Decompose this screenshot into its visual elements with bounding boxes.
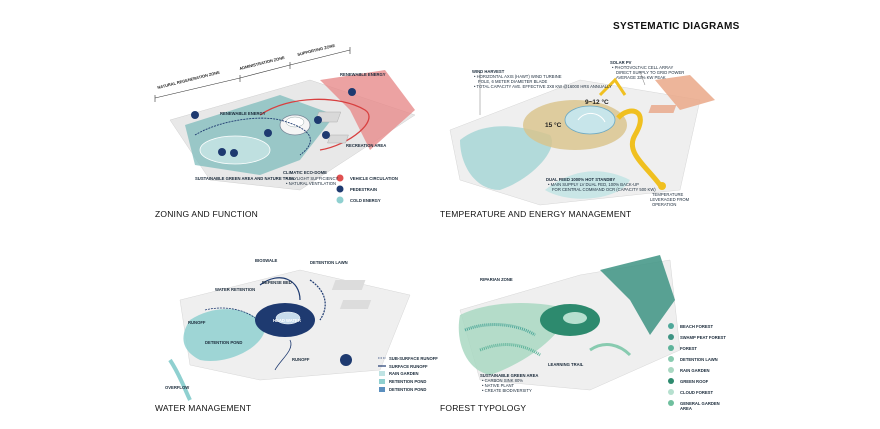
label-native-plant: • NATIVE PLANT bbox=[482, 383, 515, 388]
label-solar-1: • PHOTOVOLTAIC CELL ARRAY bbox=[612, 65, 674, 70]
legend-pedestrain: PEDESTRAIN bbox=[350, 187, 377, 192]
legend-dot-forest bbox=[668, 345, 674, 351]
label-sustainable-green-area: SUSTAINABLE GREEN AREA bbox=[480, 373, 539, 378]
legend-dot-swamp-peat-forest bbox=[668, 334, 674, 340]
label-learning-trail: LEARNING TRAIL bbox=[548, 362, 584, 367]
solar-buildings bbox=[655, 75, 715, 110]
legend-dot-detention-lawn bbox=[668, 356, 674, 362]
legend-general-garden: GENERAL GARDEN bbox=[680, 401, 720, 406]
retention-pond bbox=[183, 309, 265, 361]
label-sustainable-green: SUSTAINABLE GREEN AREA AND NATURE TRAIL bbox=[195, 176, 296, 181]
car-icon bbox=[322, 131, 330, 139]
label-biodiversity: • CREATE BIODIVERSITY bbox=[482, 388, 532, 393]
legend-vehicle-circulation: VEHICLE CIRCULATION bbox=[350, 176, 398, 181]
forest-diagram bbox=[458, 255, 681, 406]
panel-water: BIOSWALE DETENTION LAWN DEFENSE BED WATE… bbox=[150, 240, 440, 405]
label-solar-3: AVERAGE 33% KW PEAK bbox=[616, 75, 666, 80]
legend-retention-pond: RETENTION POND bbox=[389, 379, 427, 384]
leaf-icon bbox=[230, 149, 238, 157]
label-dual-2: FOR CENTRAL COMMAND OCR (CAPACITY 500 KW… bbox=[552, 187, 656, 192]
label-head-water: HEAD WATER bbox=[273, 318, 301, 323]
label-water-retention: WATER RETENTION bbox=[215, 287, 256, 292]
label-dual-feed: DUAL FEED 1000% HOT STANDBY bbox=[546, 177, 616, 182]
caption-zoning: ZONING AND FUNCTION bbox=[155, 209, 258, 219]
label-temp-range: 9~12 °C bbox=[585, 99, 609, 106]
legend-swamp-peat-forest: SWAMP PEAT FOREST bbox=[680, 335, 726, 340]
label-renewable-energy: RENEWABLE ENERGY bbox=[220, 111, 266, 116]
legend-dot-pedestrain bbox=[336, 185, 344, 193]
label-bioswale: BIOSWALE bbox=[255, 258, 278, 263]
bike-icon bbox=[314, 116, 322, 124]
caption-water: WATER MANAGEMENT bbox=[155, 403, 252, 413]
label-overflow: OVERFLOW bbox=[165, 385, 190, 390]
label-defense-bed: DEFENSE BED bbox=[262, 280, 292, 285]
water-drop-icon bbox=[340, 354, 352, 366]
label-recreation-area: RECREATION AREA bbox=[346, 143, 387, 148]
label-detention-pond: DETENTION POND bbox=[205, 340, 243, 345]
label-wind-3: • TOTAL CAPACITY AVE. EFFECTIVE 3X8 KW @… bbox=[474, 84, 612, 89]
legend-sub-surface-runoff: SUB-SURFACE RUNOFF bbox=[389, 356, 438, 361]
temperature-diagram bbox=[449, 71, 715, 206]
legend-rain-garden: RAIN GARDEN bbox=[389, 371, 419, 376]
legend-detention-lawn: DETENTION LAWN bbox=[680, 357, 718, 362]
label-runoff-right: RUNOFF bbox=[292, 357, 310, 362]
label-riparian-zone: RIPARIAN ZONE bbox=[480, 277, 513, 282]
label-wind-1: • HORIZONTAL AXIS (HAWT) WIND TURBINE bbox=[474, 74, 562, 79]
label-temp-leveraged-3: OPERATION bbox=[652, 202, 677, 207]
legend-green-roof: GREEN ROOF bbox=[680, 379, 709, 384]
legend-forest: FOREST bbox=[680, 346, 697, 351]
label-ventilation: • NATURAL VENTILATION bbox=[286, 181, 337, 186]
panel-forest: RIPARIAN ZONE LEARNING TRAIL SUSTAINABLE… bbox=[440, 240, 730, 411]
label-runoff-left: RUNOFF bbox=[188, 320, 206, 325]
zoning-diagram bbox=[154, 47, 416, 204]
legend-swatch-rain-garden bbox=[379, 371, 385, 376]
sun-icon bbox=[658, 182, 666, 190]
legend-dot-cold bbox=[336, 196, 344, 204]
label-solar-2: DIRECT SUPPLY TO GRID POWER bbox=[616, 70, 685, 75]
water-diagram bbox=[168, 269, 411, 401]
tree-icon bbox=[264, 129, 272, 137]
panel-temperature: WIND HARVEST • HORIZONTAL AXIS (HAWT) WI… bbox=[440, 40, 730, 215]
label-temp-leveraged-2: LEVERAGED FROM bbox=[650, 197, 690, 202]
legend-area: AREA bbox=[680, 406, 692, 411]
supporting-zone-area bbox=[320, 70, 415, 150]
legend-swatch-retention-pond bbox=[379, 379, 385, 384]
legend-detention-pond: DETENTION POND bbox=[389, 387, 427, 392]
label-wind-2: POLE, 6 METER DIAMETER BLADE bbox=[478, 79, 548, 84]
label-solar-pv: SOLAR PV bbox=[610, 60, 632, 65]
label-daylight: • DAYLIGHT SUFFICIENCY bbox=[286, 176, 339, 181]
legend-dot-general-garden bbox=[668, 400, 674, 406]
legend-dot-rain-garden bbox=[668, 367, 674, 373]
legend-cloud-forest: CLOUD FOREST bbox=[680, 390, 714, 395]
caption-forest: FOREST TYPOLOGY bbox=[440, 403, 527, 413]
page-title: SYSTEMATIC DIAGRAMS bbox=[613, 21, 740, 32]
legend-rain-garden: RAIN GARDEN bbox=[680, 368, 710, 373]
wind-icon bbox=[191, 111, 199, 119]
legend-swatch-detention-pond bbox=[379, 387, 385, 392]
label-dual-1: • MAIN SUPPLY LV DUAL FED, 100% BACK-UP bbox=[548, 182, 639, 187]
legend-cold-energy: COLD ENERGY bbox=[350, 198, 381, 203]
label-climatic-eco-dome: CLIMATIC ECO-DOME bbox=[283, 170, 327, 175]
label-renewable-energy-top: RENEWABLE ENERGY bbox=[340, 72, 386, 77]
legend-surface-runoff: SURFACE RUNOFF bbox=[389, 364, 428, 369]
legend-beach-forest: BEACH FOREST bbox=[680, 324, 714, 329]
energy-pipe bbox=[616, 108, 662, 187]
legend-dot-beach-forest bbox=[668, 323, 674, 329]
legend-dot-green-roof bbox=[668, 378, 674, 384]
label-temp-15: 15 °C bbox=[545, 122, 562, 129]
panel-zoning: NATURAL REGENERATION ZONE ADMINISTRATION… bbox=[150, 40, 420, 215]
label-temp-leveraged-1: TEMPERATURE bbox=[652, 192, 684, 197]
label-carbon-sink: • CARBON SINK 80% bbox=[482, 378, 524, 383]
legend-dot-cloud-forest bbox=[668, 389, 674, 395]
people-icon bbox=[218, 148, 226, 156]
label-detention-lawn: DETENTION LAWN bbox=[310, 260, 348, 265]
caption-temperature: TEMPERATURE AND ENERGY MANAGEMENT bbox=[440, 209, 632, 219]
solar-icon bbox=[348, 88, 356, 96]
label-wind-harvest: WIND HARVEST bbox=[472, 69, 505, 74]
legend-dot-vehicle bbox=[336, 174, 344, 182]
